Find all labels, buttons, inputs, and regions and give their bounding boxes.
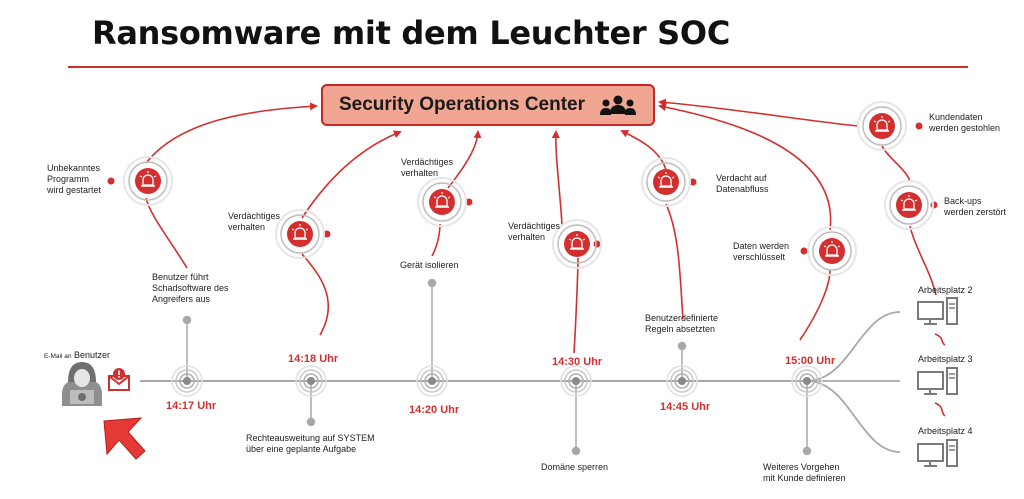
alert-suspicious-2-icon xyxy=(417,177,467,227)
workstation-4-icon xyxy=(917,439,958,467)
title-divider xyxy=(68,66,968,68)
workstation-4-label: Arbeitsplatz 4 xyxy=(918,426,973,436)
label-user-runs-malware: Benutzer führt Schadsoftware des Angreif… xyxy=(152,272,229,304)
team-icon xyxy=(600,95,637,115)
alert-data-outflow-icon xyxy=(641,157,691,207)
label-custom-rules: Benutzerdefinierte Regeln absetzten xyxy=(645,313,719,334)
timeline-node xyxy=(791,365,823,397)
time-1417: 14:17 Uhr xyxy=(166,400,217,412)
label-backups: Back-ups werden zerstört xyxy=(944,196,1007,217)
time-1430: 14:30 Uhr xyxy=(552,356,603,368)
hacker-icon xyxy=(62,362,102,406)
email-alert-icon xyxy=(108,368,130,391)
workstation-3-label: Arbeitsplatz 3 xyxy=(918,354,973,364)
time-1445: 14:45 Uhr xyxy=(660,401,711,413)
timeline-node xyxy=(416,365,448,397)
soc-label: Security Operations Center xyxy=(338,94,586,115)
alert-backups-icon xyxy=(884,180,934,230)
alert-unknown-program-icon xyxy=(123,156,173,206)
red-arrow-icon xyxy=(103,417,146,460)
label-privilege-escalation: Rechteausweitung auf SYSTEM über eine ge… xyxy=(246,433,375,454)
timeline-node xyxy=(171,365,203,397)
label-customer-data: Kundendaten werden gestohlen xyxy=(929,112,1001,133)
label-suspicious-1: Verdächtiges verhalten xyxy=(228,211,281,232)
page-title: Ransomware mit dem Leuchter SOC xyxy=(92,14,730,52)
time-1418: 14:18 Uhr xyxy=(288,353,339,365)
label-data-outflow: Verdacht auf Datenabfluss xyxy=(716,173,769,194)
alert-customer-data-icon xyxy=(857,101,907,151)
label-next-steps: Weiteres Vorgehen mit Kunde definieren xyxy=(763,462,846,483)
alert-suspicious-1-icon xyxy=(275,209,325,259)
soc-box: Security Operations Center xyxy=(321,84,655,126)
timeline-node xyxy=(560,365,592,397)
label-suspicious-3: Verdächtiges verhalten xyxy=(508,221,561,242)
time-1420: 14:20 Uhr xyxy=(409,404,460,416)
workstation-2-label: Arbeitsplatz 2 xyxy=(918,285,973,295)
timeline-node xyxy=(666,365,698,397)
email-prefix: E-Mail an xyxy=(44,353,72,360)
alert-encryption-icon xyxy=(807,226,857,276)
label-data-encrypted: Daten werden verschlüsselt xyxy=(733,241,790,262)
timeline-node xyxy=(295,365,327,397)
label-suspicious-2: Verdächtiges verhalten xyxy=(401,157,454,178)
label-block-domain: Domäne sperren xyxy=(541,462,609,472)
workstation-2-icon xyxy=(917,297,958,325)
time-1500: 15:00 Uhr xyxy=(785,355,836,367)
email-target: Benutzer xyxy=(73,350,111,360)
label-isolate-device: Gerät isolieren xyxy=(400,260,459,270)
label-unknown-program: Unbekanntes Programm wird gestartet xyxy=(47,163,102,195)
email-label: E-Mail an Benutzer xyxy=(44,350,110,362)
workstation-3-icon xyxy=(917,367,958,395)
